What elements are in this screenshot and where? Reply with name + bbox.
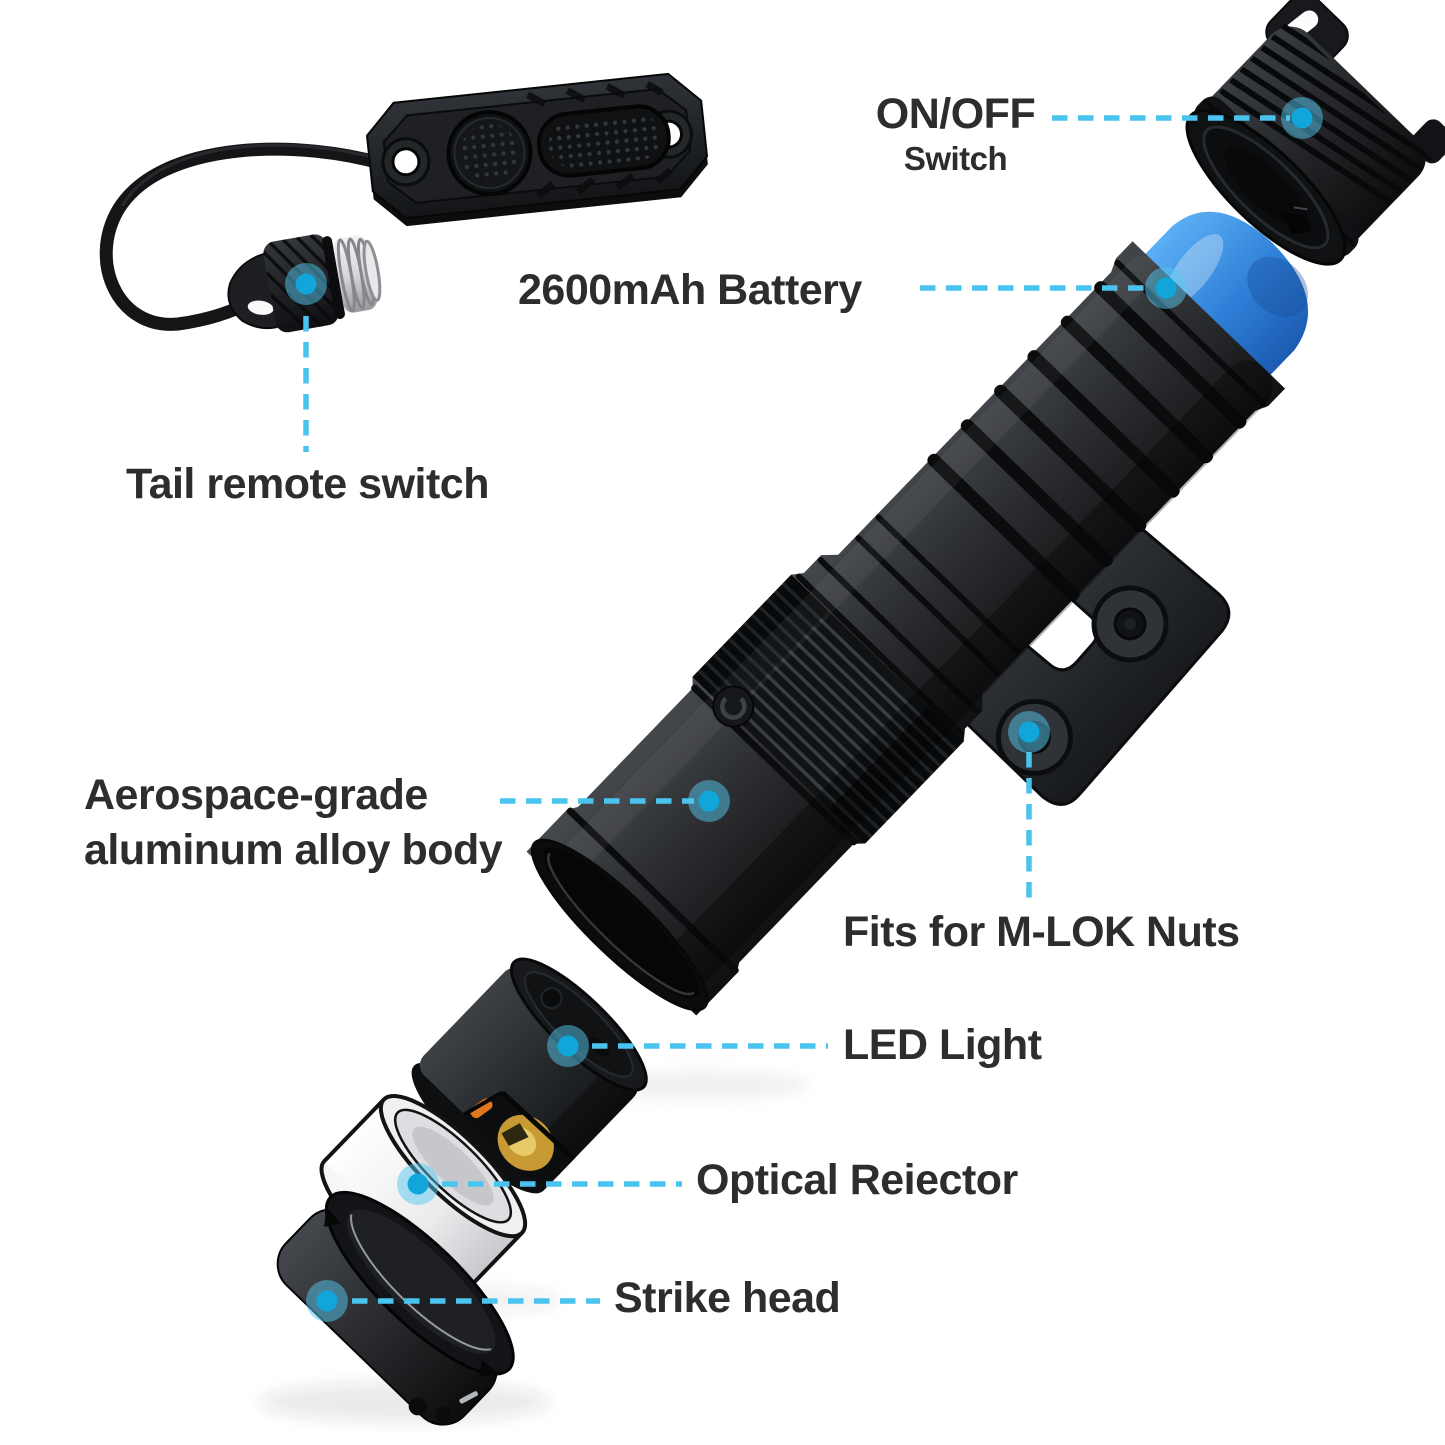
- lens-highlight: [350, 1214, 492, 1351]
- label-mlok: Fits for M-LOK Nuts: [843, 908, 1240, 956]
- led-face-screw: [540, 987, 563, 1010]
- marker-optical: [397, 1163, 439, 1205]
- pad-round-button: [446, 110, 533, 197]
- label-on-off-line1: ON/OFF: [875, 90, 1036, 138]
- body-mouth-opening: [530, 838, 709, 1012]
- marker-strike: [306, 1280, 348, 1322]
- label-battery: 2600mAh Battery: [518, 266, 862, 314]
- body-highlight: [548, 255, 1157, 885]
- label-on-off-line2: Switch: [903, 140, 1008, 178]
- remote-switch-connector: [227, 233, 382, 333]
- remote-switch-cable: [99, 142, 397, 331]
- marker-battery: [1145, 267, 1187, 309]
- leader-lines: [303, 115, 1290, 1304]
- marker-dots: [285, 97, 1323, 1322]
- marker-on-off: [1281, 97, 1323, 139]
- label-led: LED Light: [843, 1021, 1042, 1069]
- marker-tail-remote: [285, 263, 327, 305]
- marker-body: [688, 780, 730, 822]
- knurled-ring: [692, 574, 964, 844]
- remote-switch-cable-highlight: [120, 143, 391, 207]
- flashlight-body: [526, 241, 1286, 1016]
- tail-cap-latch: [1280, 212, 1312, 236]
- marker-led: [547, 1025, 589, 1067]
- remote-switch-pad: [365, 72, 709, 227]
- label-aluminum-body-line2: aluminum alloy body: [84, 826, 503, 875]
- tail-cap: [1185, 0, 1445, 266]
- pad-screw-hole-left: [381, 137, 431, 187]
- mlok-screw-upper: [1091, 585, 1169, 663]
- tail-cap-ribs: [1218, 23, 1433, 205]
- connector-threads: [333, 235, 382, 313]
- label-tail-remote-switch: Tail remote switch: [126, 460, 489, 508]
- label-strike-head: Strike head: [614, 1274, 841, 1322]
- marker-mlok: [1008, 711, 1050, 753]
- label-aluminum-body: Aerospace-grade aluminum alloy body: [84, 768, 503, 878]
- label-on-off-switch: ON/OFF Switch: [838, 90, 1073, 179]
- body-rings: [566, 259, 1268, 975]
- pad-strip-button: [536, 104, 671, 178]
- strike-head-bezel: [276, 1190, 515, 1426]
- label-optical: Optical Reiector: [696, 1156, 1018, 1204]
- pad-chevron-texture: [525, 81, 673, 199]
- body-shading: [656, 360, 1274, 997]
- led-cutaway: [463, 1090, 576, 1191]
- flashlight-main-assembly: [526, 211, 1309, 1016]
- label-aluminum-body-line1: Aerospace-grade: [84, 771, 428, 819]
- brand-logo-emblem: [712, 685, 755, 728]
